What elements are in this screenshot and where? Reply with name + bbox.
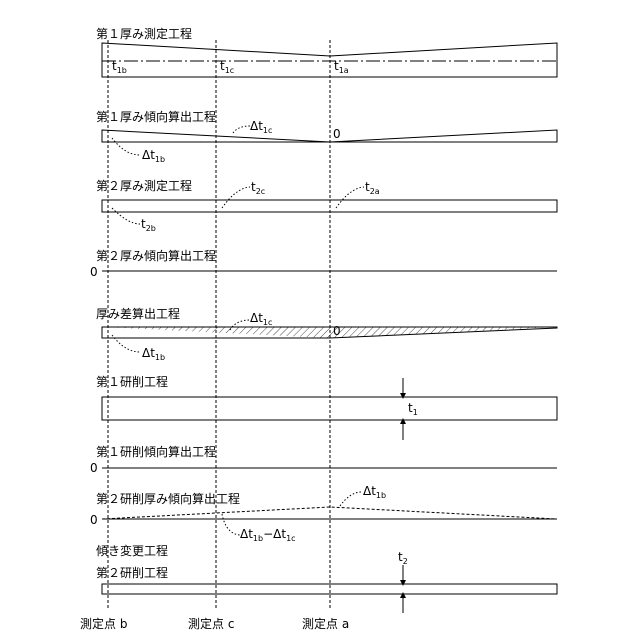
label-zero-5: 0: [333, 324, 341, 338]
label-dt1c-5: Δt1c: [250, 311, 272, 327]
step-label-4: 第２厚み傾向算出工程: [96, 248, 216, 263]
label-diff-8: Δt1b−Δt1c: [240, 527, 296, 543]
label-t1c: t1c: [220, 59, 234, 75]
leader-dt1b-8: [340, 492, 362, 506]
label-t2: t2: [398, 550, 408, 566]
label-zero-4: 0: [90, 265, 98, 279]
label-dt1b-5: Δt1b: [142, 346, 165, 362]
step-label-5: 厚み差算出工程: [96, 306, 180, 321]
point-label-c: 測定点 c: [188, 616, 234, 631]
step-label-3: 第２厚み測定工程: [96, 178, 192, 193]
label-t2c: t2c: [251, 180, 265, 196]
difference-shape: [102, 327, 557, 338]
step-label-2: 第１厚み傾向算出工程: [96, 109, 216, 124]
label-dt1b-2: Δt1b: [142, 148, 165, 164]
label-dt1c-2: Δt1c: [250, 119, 272, 135]
label-zero-7: 0: [90, 461, 98, 475]
point-label-a: 測定点 a: [302, 616, 349, 631]
step-label-6: 第１研削工程: [96, 374, 168, 389]
label-t1: t1: [408, 401, 418, 417]
point-label-b: 測定点 b: [80, 616, 127, 631]
leader-dt1b-2: [112, 138, 140, 155]
step-label-9: 傾き変更工程: [96, 543, 168, 558]
step-label-8: 第２研削厚み傾向算出工程: [96, 491, 240, 506]
label-zero-8: 0: [90, 513, 98, 527]
step-label-10: 第２研削工程: [96, 565, 168, 580]
label-t2b: t2b: [141, 217, 156, 233]
label-zero-2: 0: [333, 127, 341, 141]
leader-t2b: [112, 208, 140, 224]
leader-t2a: [336, 187, 364, 208]
step-label-1: 第１厚み測定工程: [96, 26, 192, 41]
leader-diff-8: [222, 514, 240, 535]
leader-dt1c-2: [233, 126, 250, 133]
leader-t2c: [222, 187, 250, 208]
step-label-7: 第１研削傾向算出工程: [96, 444, 216, 459]
label-dt1b-8: Δt1b: [363, 484, 386, 500]
label-t2a: t2a: [365, 180, 380, 196]
